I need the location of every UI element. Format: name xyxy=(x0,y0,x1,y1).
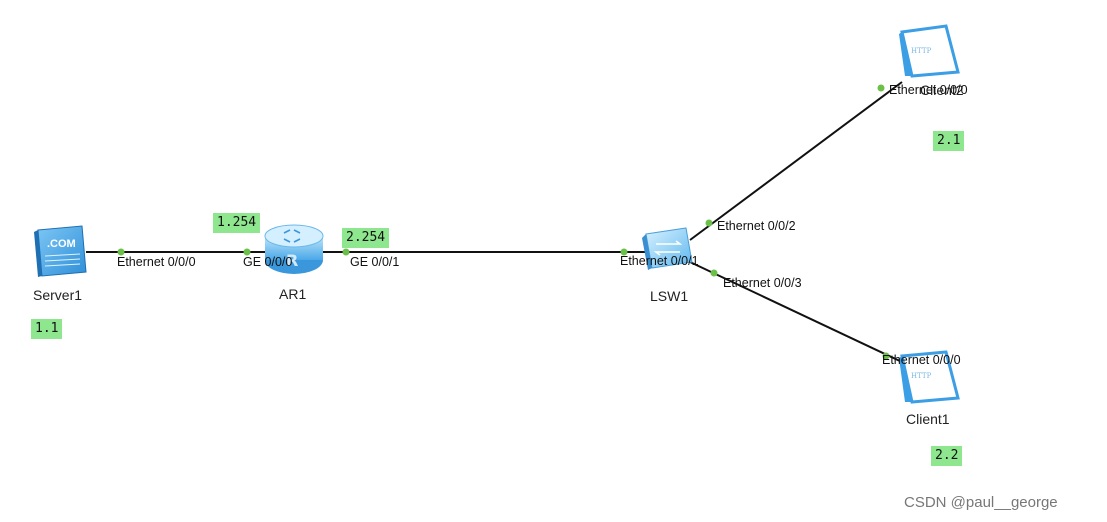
address-tag-server1: 1.1 xyxy=(31,319,63,339)
port-label-lsw1-e003: Ethernet 0/0/3 xyxy=(723,276,802,290)
device-name-lsw1: LSW1 xyxy=(650,288,689,304)
port-dot xyxy=(620,248,628,256)
watermark: CSDN @paul__george xyxy=(904,494,1058,511)
port-label-ar1-ge001: GE 0/0/1 xyxy=(350,255,400,269)
port-dot xyxy=(117,248,125,256)
router-icon[interactable]: R xyxy=(264,224,324,274)
device-name-client1: Client1 xyxy=(906,411,950,427)
switch-icon[interactable] xyxy=(642,227,693,270)
address-tag-client2: 2.1 xyxy=(933,131,965,151)
port-label-ar1-ge000: GE 0/0/0 xyxy=(243,255,293,269)
port-label-client1-e000: Ethernet 0/0/0 xyxy=(882,353,961,367)
device-name-server1: Server1 xyxy=(33,287,83,303)
link-lsw1-client2[interactable] xyxy=(689,81,903,241)
svg-text:R: R xyxy=(286,251,298,270)
address-tag-ar1-ge000: 1.254 xyxy=(213,213,261,233)
http-client-icon[interactable]: HTTP xyxy=(899,24,960,78)
port-dot xyxy=(243,248,251,256)
port-label-client2-e000: Ethernet 0/0/0 xyxy=(889,83,968,97)
server-icon[interactable]: .COM xyxy=(34,225,87,277)
port-label-lsw1-e001: Ethernet 0/0/1 xyxy=(620,254,699,268)
port-dot xyxy=(705,219,713,227)
device-name-client2: Client2 xyxy=(920,82,964,98)
address-tag-ar1-ge001: 2.254 xyxy=(342,228,390,248)
port-dot xyxy=(877,84,885,92)
port-dot xyxy=(710,269,718,277)
port-dot xyxy=(882,352,890,360)
svg-text:HTTP: HTTP xyxy=(911,47,932,55)
svg-text:HTTP: HTTP xyxy=(911,372,932,380)
port-label-server1-e000: Ethernet 0/0/0 xyxy=(117,255,196,269)
svg-text:.COM: .COM xyxy=(47,238,76,250)
port-label-lsw1-e002: Ethernet 0/0/2 xyxy=(717,219,796,233)
link-lsw1-client1[interactable] xyxy=(689,261,903,363)
device-name-ar1: AR1 xyxy=(279,286,307,302)
address-tag-client1: 2.2 xyxy=(931,446,963,466)
port-dot xyxy=(342,248,350,256)
http-client-icon[interactable]: HTTP xyxy=(899,350,960,404)
